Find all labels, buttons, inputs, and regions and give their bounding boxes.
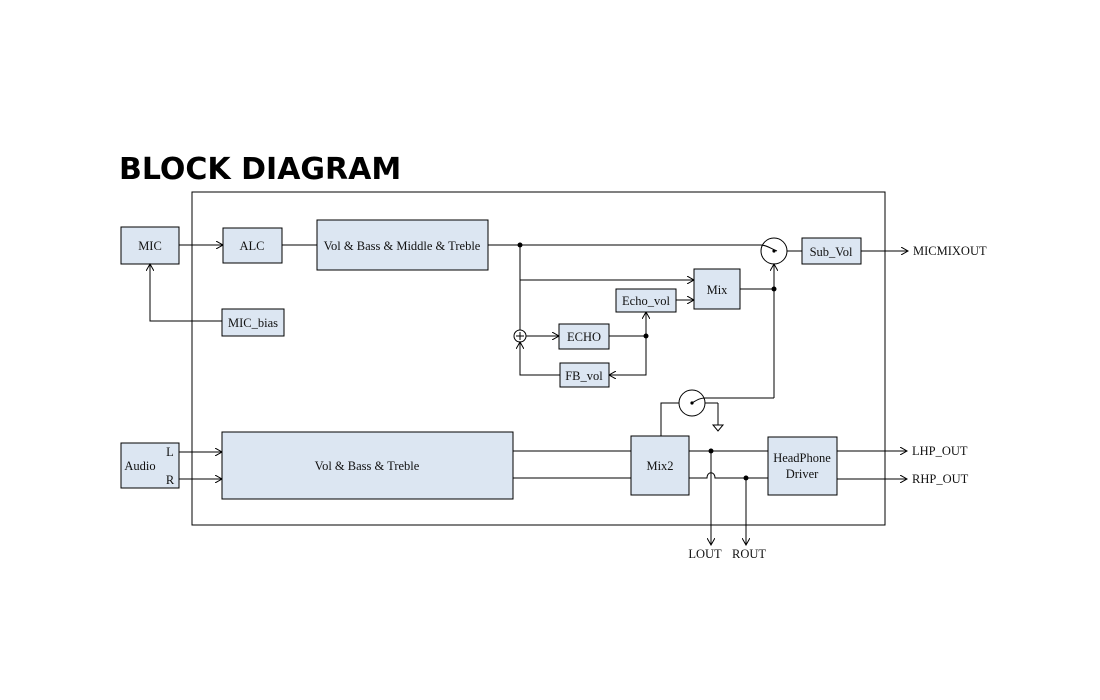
rout-label: ROUT <box>732 547 766 561</box>
vbt-label: Vol & Bass & Treble <box>315 459 420 473</box>
sub-vol-label: Sub_Vol <box>810 245 853 259</box>
chip-boundary <box>191 191 886 526</box>
audio-label: Audio <box>124 459 155 473</box>
alc-block: ALC <box>222 227 283 264</box>
audio-l-label: L <box>166 445 174 459</box>
mic-bias-label: MIC_bias <box>228 316 278 330</box>
echo-vol-block: Echo_vol <box>615 288 677 313</box>
ground-icon <box>705 402 725 432</box>
lout-label: LOUT <box>688 547 722 561</box>
lhp-out-label: LHP_OUT <box>912 444 968 458</box>
vbmt-label: Vol & Bass & Middle & Treble <box>324 239 481 253</box>
hp-driver-label-2: Driver <box>786 467 819 481</box>
page-title: BLOCK DIAGRAM <box>119 152 402 187</box>
mix-label: Mix <box>707 283 729 297</box>
mix2-block: Mix2 <box>630 435 690 496</box>
mic-label: MIC <box>138 239 162 253</box>
echo-vol-label: Echo_vol <box>622 294 670 308</box>
alc-label: ALC <box>240 239 265 253</box>
switch-circle-icon <box>760 237 788 265</box>
audio-block: Audio L R <box>120 442 180 489</box>
mic-bias-block: MIC_bias <box>221 308 285 337</box>
echo-block: ECHO <box>558 323 610 350</box>
switch-circle-icon-2 <box>678 389 706 417</box>
headphone-driver-block: HeadPhone Driver <box>767 436 838 496</box>
mic-block: MIC <box>120 226 180 265</box>
hp-driver-label-1: HeadPhone <box>773 451 831 465</box>
echo-label: ECHO <box>567 330 601 344</box>
sub-vol-block: Sub_Vol <box>801 237 862 265</box>
fb-vol-block: FB_vol <box>559 362 610 388</box>
mix-block: Mix <box>693 268 741 310</box>
vol-bass-treble-block: Vol & Bass & Treble <box>221 431 514 500</box>
audio-r-label: R <box>166 473 175 487</box>
mix2-label: Mix2 <box>646 459 673 473</box>
vol-bass-middle-treble-block: Vol & Bass & Middle & Treble <box>316 219 489 271</box>
fb-vol-label: FB_vol <box>565 369 603 383</box>
plus-circle-icon <box>513 329 527 343</box>
micmixout-label: MICMIXOUT <box>913 244 987 258</box>
rhp-out-label: RHP_OUT <box>912 472 969 486</box>
